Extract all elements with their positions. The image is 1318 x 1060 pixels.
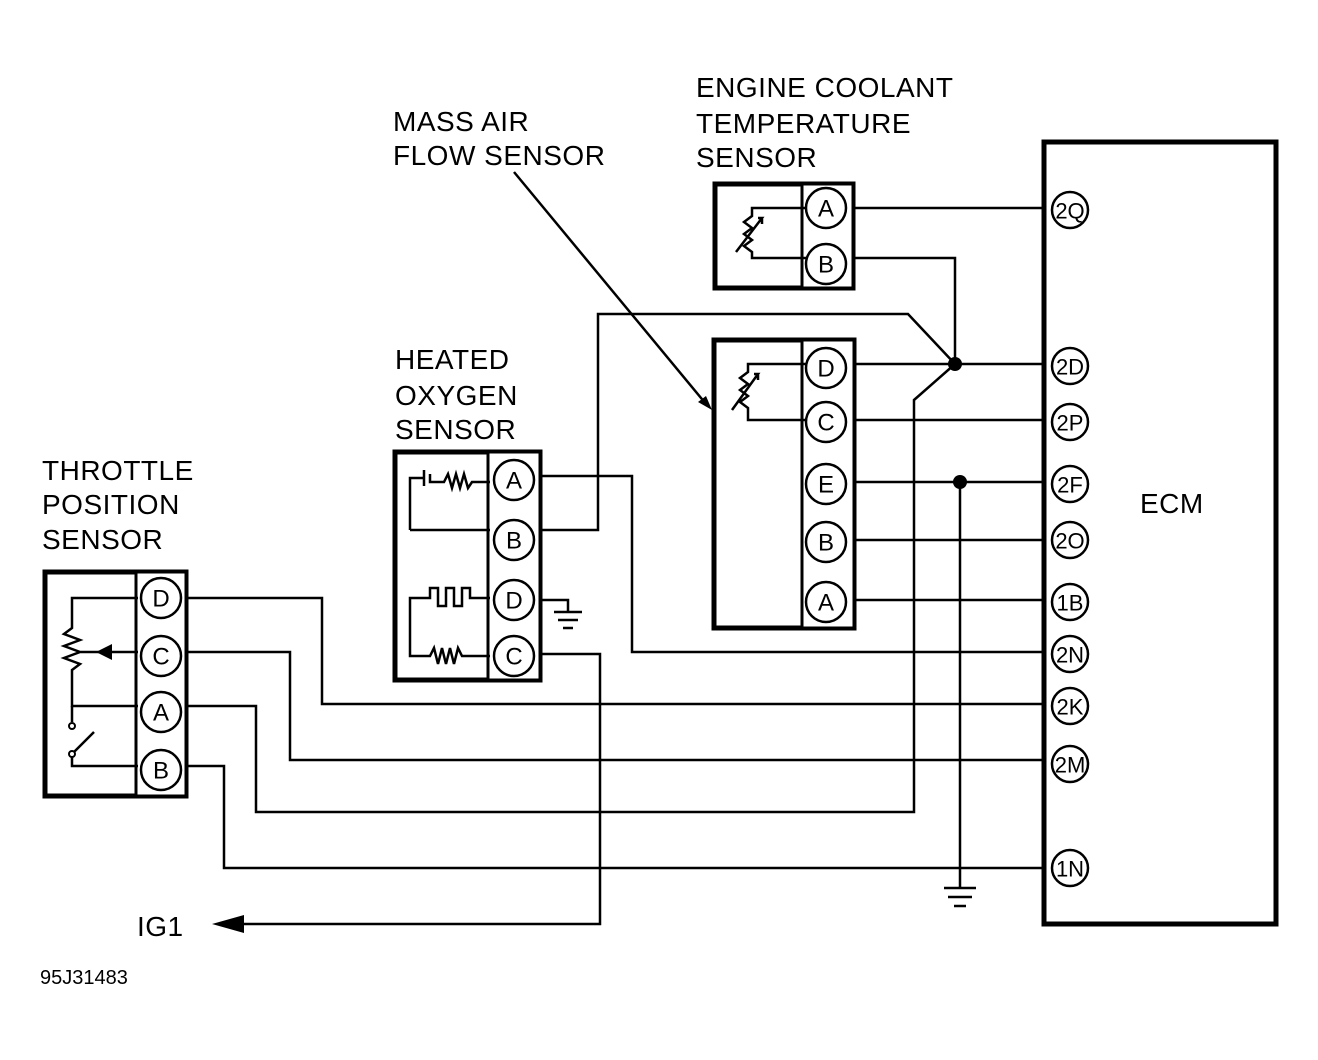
svg-text:2Q: 2Q (1055, 199, 1084, 224)
svg-text:A: A (818, 590, 834, 617)
svg-text:OXYGEN: OXYGEN (395, 380, 518, 411)
svg-text:2F: 2F (1057, 473, 1083, 498)
ground-icon (554, 610, 582, 630)
svg-text:1B: 1B (1057, 591, 1084, 616)
svg-text:2M: 2M (1055, 753, 1086, 778)
wire-ho2s-d-ground (540, 598, 570, 612)
svg-text:ENGINE COOLANT: ENGINE COOLANT (696, 72, 953, 103)
ect-sensor: A B (712, 181, 856, 291)
ect-label: ENGINE COOLANT TEMPERATURE SENSOR (696, 72, 953, 173)
svg-text:B: B (818, 530, 834, 557)
svg-text:MASS AIR: MASS AIR (393, 106, 529, 137)
svg-text:C: C (817, 410, 834, 437)
svg-text:HEATED: HEATED (395, 344, 510, 375)
svg-text:A: A (818, 196, 834, 223)
wire-ect-b (850, 256, 957, 364)
ecm-pin: 2M (1050, 744, 1090, 784)
svg-text:A: A (153, 700, 169, 727)
maf-leader-line (513, 171, 707, 405)
ecm-pin: 1N (1050, 848, 1090, 888)
junction-dot (948, 357, 962, 371)
junction-dot (953, 475, 967, 489)
wire-ho2s-a-2n (540, 474, 1047, 654)
svg-text:2D: 2D (1056, 355, 1084, 380)
maf-label: MASS AIR FLOW SENSOR (393, 106, 605, 171)
ground-icon (944, 886, 976, 908)
thermistor-icon (735, 206, 824, 260)
svg-text:E: E (818, 472, 834, 499)
svg-text:2K: 2K (1057, 695, 1084, 720)
ecm-pin: 2P (1050, 402, 1090, 442)
svg-text:SENSOR: SENSOR (696, 142, 817, 173)
ecm-pin: 2F (1050, 464, 1090, 504)
ecm-pin: 2D (1050, 346, 1090, 386)
wire-ho2s-c-ig1 (240, 652, 602, 926)
ig1-label: IG1 (137, 911, 184, 942)
wire-ho2s-b-ground (540, 312, 956, 532)
svg-text:2O: 2O (1055, 529, 1084, 554)
svg-text:D: D (817, 356, 834, 383)
switch-icon (70, 706, 138, 768)
arrow-icon (96, 644, 112, 660)
svg-text:2N: 2N (1056, 643, 1084, 668)
wire-tps-d-2k (186, 596, 1047, 706)
wiring (186, 206, 1047, 926)
heater-element-icon (408, 586, 490, 665)
svg-text:D: D (505, 588, 522, 615)
svg-text:2P: 2P (1057, 411, 1084, 436)
svg-text:SENSOR: SENSOR (42, 524, 163, 555)
svg-text:B: B (153, 758, 169, 785)
thermistor-icon (730, 362, 824, 422)
ecm-label: ECM (1140, 488, 1204, 519)
battery-cell-icon (408, 469, 490, 532)
figure-code: 95J31483 (40, 967, 128, 989)
svg-text:C: C (505, 644, 522, 671)
wire-tps-a-2d (186, 363, 956, 814)
svg-text:FLOW SENSOR: FLOW SENSOR (393, 140, 605, 171)
svg-text:THROTTLE: THROTTLE (42, 455, 194, 486)
svg-text:SENSOR: SENSOR (395, 414, 516, 445)
tps-label: THROTTLE POSITION SENSOR (42, 455, 194, 555)
svg-text:1N: 1N (1056, 857, 1084, 882)
svg-text:POSITION: POSITION (42, 489, 180, 520)
svg-text:C: C (152, 644, 169, 671)
tps-sensor: D C A B (42, 569, 189, 799)
ho2s-label: HEATED OXYGEN SENSOR (395, 344, 518, 445)
ho2s-sensor: A B D C (392, 449, 543, 683)
ecm-pin: 2Q (1050, 190, 1090, 230)
maf-sensor: D C E B A (711, 337, 857, 631)
ecm-pin: 2N (1050, 634, 1090, 674)
svg-text:TEMPERATURE: TEMPERATURE (696, 108, 911, 139)
arrow-left-icon (212, 915, 244, 933)
ecm-pin: 2O (1050, 520, 1090, 560)
arrow-icon (698, 396, 712, 410)
ecm-pin: 1B (1050, 582, 1090, 622)
wire-tps-b-1n (186, 764, 1047, 870)
wire-tps-c-2m (186, 650, 1047, 762)
svg-text:A: A (506, 468, 522, 495)
svg-text:B: B (818, 252, 834, 279)
svg-text:B: B (506, 528, 522, 555)
ecm-pins: 2Q 2D 2P 2F 2O 1B 2N 2K (1050, 190, 1090, 888)
svg-text:D: D (152, 586, 169, 613)
ecm-pin: 2K (1050, 686, 1090, 726)
